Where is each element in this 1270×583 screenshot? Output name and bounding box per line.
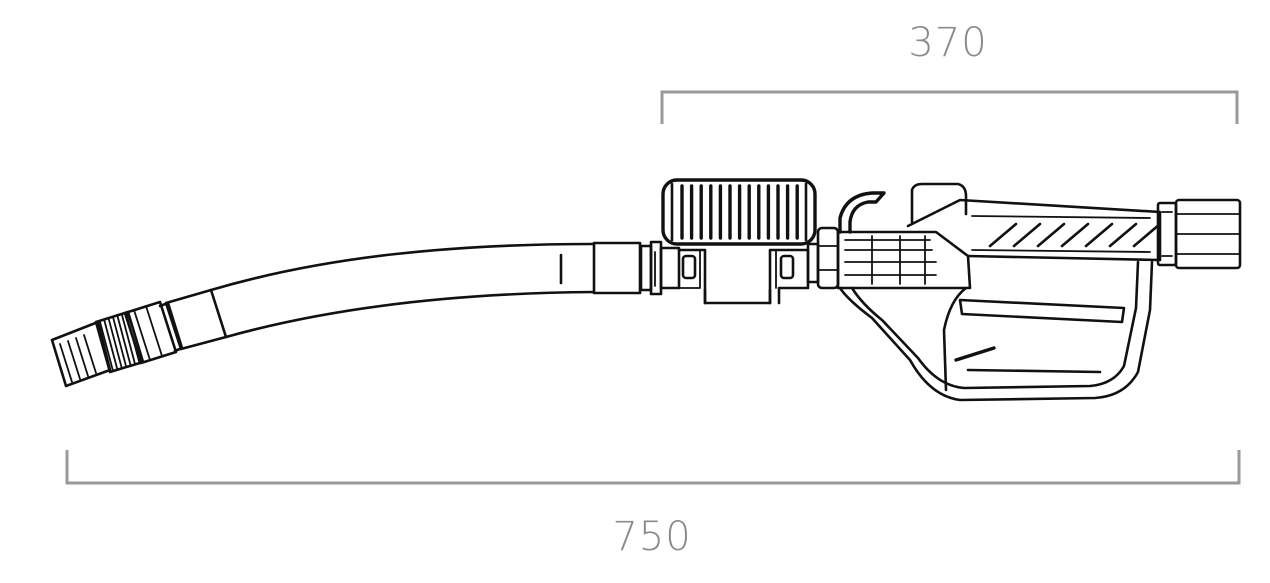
body-stripe xyxy=(1108,222,1138,248)
thread-line xyxy=(99,321,114,372)
thread-line xyxy=(121,314,136,365)
thread-line xyxy=(112,316,128,368)
body-stripe xyxy=(1132,222,1162,248)
dimension-label-bottom: 750 xyxy=(612,514,692,560)
flow-meter xyxy=(661,178,817,246)
dimension-label-top: 370 xyxy=(908,20,988,66)
thread-line xyxy=(107,318,123,370)
spout-tube xyxy=(209,242,596,339)
dimension-bracket-top xyxy=(660,90,1239,124)
body-stripe xyxy=(1012,222,1042,248)
body-stripe xyxy=(1036,222,1066,248)
nozzle-guard xyxy=(838,260,1154,402)
spout-sleeve xyxy=(164,288,228,351)
thread-line xyxy=(116,315,132,367)
meter-body xyxy=(677,248,810,305)
spout-connector xyxy=(592,240,681,296)
swivel-inlet xyxy=(1156,198,1242,270)
collar-nut xyxy=(123,300,184,365)
nozzle-body xyxy=(836,182,1162,290)
thread-line xyxy=(103,319,119,371)
body-stripe xyxy=(988,222,1018,248)
spout-tip xyxy=(50,320,112,388)
dimension-bracket-bottom xyxy=(65,450,1241,485)
body-stripe xyxy=(1084,222,1114,248)
body-stripe xyxy=(1060,222,1090,248)
